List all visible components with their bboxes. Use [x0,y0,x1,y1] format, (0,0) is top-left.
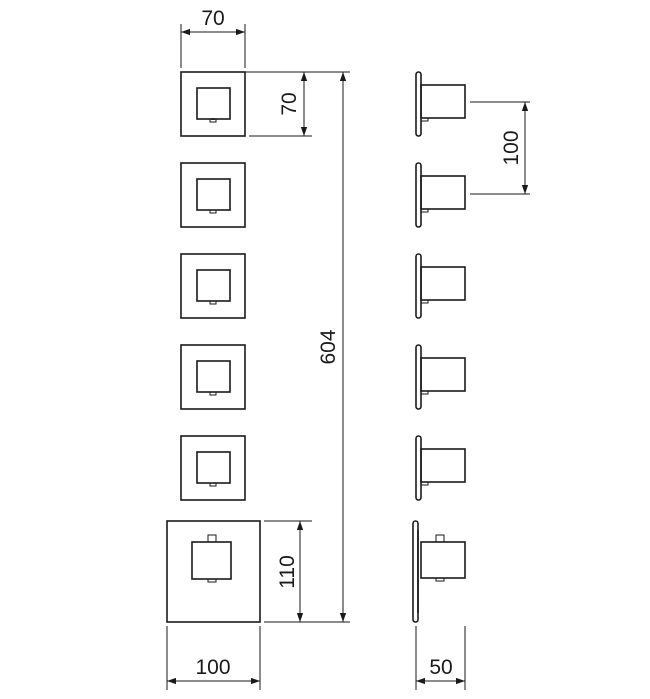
front-small-unit [180,344,246,410]
side-small-unit [415,344,466,410]
dimension-spacing: 100 [470,101,530,195]
side-small-unit [415,253,466,319]
dimension-large-plate-height: 110 [264,520,312,622]
dimension-large-plate-width: 100 [166,626,261,690]
front-small-unit [180,253,246,319]
front-large-unit [166,520,261,623]
dimension-depth: 50 [415,626,466,690]
dimension-label: 70 [278,92,301,115]
dimension-label: 100 [195,656,230,679]
side-small-unit [415,162,466,228]
side-large-unit [412,520,466,623]
side-view [412,71,466,623]
side-small-unit [415,435,466,501]
dimension-label: 50 [429,656,452,679]
dimension-front-plate-height: 70 [249,71,312,137]
dimension-total-height: 604 [245,71,350,623]
dimension-label: 70 [201,7,224,30]
front-small-unit [180,162,246,228]
dimension-front-plate-width: 70 [180,7,246,68]
side-small-unit [415,71,466,137]
dimension-label: 110 [276,555,299,588]
dimension-label: 604 [317,329,340,364]
front-small-unit [180,71,246,137]
front-view [166,71,261,623]
front-small-unit [180,435,246,501]
dimension-label: 100 [500,130,523,165]
